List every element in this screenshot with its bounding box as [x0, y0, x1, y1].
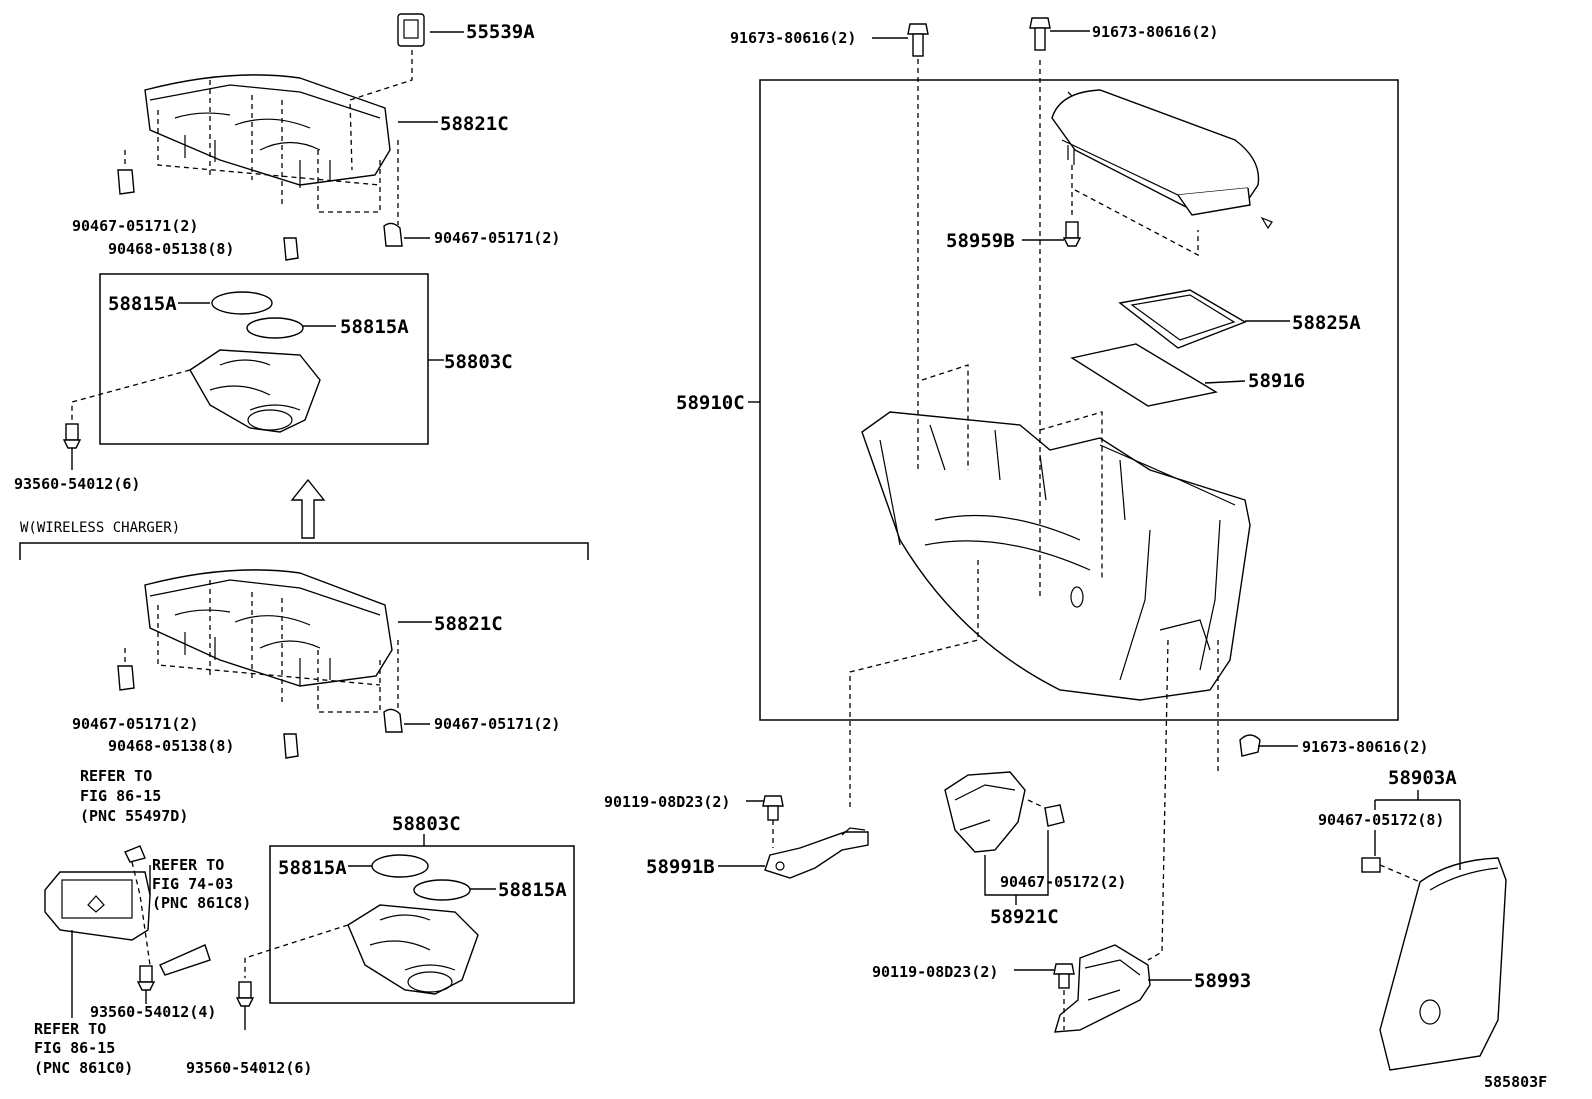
callout-91673-80616-c[interactable]: 91673-80616(2): [1302, 738, 1428, 756]
section-label-wireless: W(WIRELESS CHARGER): [20, 520, 180, 536]
callout-58921C[interactable]: 58921C: [990, 906, 1059, 928]
clip-icon-90467-05172-8: [1361, 857, 1381, 873]
callout-58815A-top-2[interactable]: 58815A: [340, 316, 409, 338]
bottom-panel-dashes: [124, 580, 399, 713]
clip-icon-90467-05172-2: [1044, 804, 1065, 827]
callout-90467-05171-bottom-right[interactable]: 90467-05171(2): [434, 715, 560, 733]
callout-58815A-bottom-2[interactable]: 58815A: [498, 879, 567, 901]
callout-58821C-bottom[interactable]: 58821C: [434, 613, 503, 635]
refer-1-line-3: (PNC 55497D): [80, 807, 188, 825]
side-panel-58903A: [1379, 857, 1507, 1071]
callout-58815A-bottom-1[interactable]: 58815A: [278, 857, 347, 879]
bracket-58993: [1054, 944, 1151, 1033]
callout-58803C-bottom[interactable]: 58803C: [392, 813, 461, 835]
callout-93560-54012-bottom[interactable]: 93560-54012(6): [186, 1059, 312, 1077]
callout-58916[interactable]: 58916: [1248, 370, 1305, 392]
callout-91673-80616-b[interactable]: 91673-80616(2): [1092, 23, 1218, 41]
switch-part-55539A: [397, 13, 425, 47]
refer-3-line-2: FIG 86-15: [34, 1039, 115, 1057]
callout-93560-54012-4[interactable]: 93560-54012(4): [90, 1003, 216, 1021]
diagram-id: 585803F: [1484, 1073, 1547, 1091]
callout-58803C-top[interactable]: 58803C: [444, 351, 513, 373]
console-box-frame: [759, 79, 1399, 721]
bolt-icon-90119-a: [762, 795, 784, 821]
top-panel-dashes: [124, 50, 413, 225]
refer-1-line-2: FIG 86-15: [80, 787, 161, 805]
callout-58903A[interactable]: 58903A: [1388, 767, 1457, 789]
mat-58916: [1070, 343, 1218, 407]
clip-icons-bottom: [117, 665, 403, 759]
callout-58910C[interactable]: 58910C: [676, 392, 745, 414]
refer-2-line-2: FIG 74-03: [152, 875, 233, 893]
bolt-icons-91673-top: [907, 17, 1051, 57]
clip-icons-top: [117, 169, 403, 261]
callout-93560-54012-top[interactable]: 93560-54012(6): [14, 475, 140, 493]
callout-91673-80616-a[interactable]: 91673-80616(2): [730, 29, 856, 47]
callout-58991B[interactable]: 58991B: [646, 856, 715, 878]
console-upper-panel-top: [144, 74, 391, 188]
bolt-icon-90119-b: [1053, 963, 1075, 989]
callout-90468-05138-bottom[interactable]: 90468-05138(8): [108, 737, 234, 755]
bolt-icon-4: [136, 965, 156, 991]
arrow-up-icon: [290, 478, 326, 539]
bolt-icon-6: [235, 981, 255, 1007]
cover-58921C: [944, 771, 1026, 853]
armrest-lid: [1051, 89, 1260, 216]
callout-90467-05172-8[interactable]: 90467-05172(8): [1318, 811, 1444, 829]
bolt-icon-58959B: [1062, 221, 1082, 247]
tray-58825A: [1118, 289, 1247, 349]
callout-90467-05171-top-left[interactable]: 90467-05171(2): [72, 217, 198, 235]
cup-holder-58803C-top: [189, 291, 321, 433]
variant-bracket: [19, 542, 589, 560]
console-upper-panel-bottom: [144, 569, 393, 687]
refer-3-line-3: (PNC 861C0): [34, 1059, 133, 1077]
bolt-icon-91673-c: [1239, 734, 1261, 757]
cup-holder-frame-bottom: [269, 845, 575, 1004]
cup-holder-frame-top: [99, 273, 429, 445]
callout-90468-05138-top[interactable]: 90468-05138(8): [108, 240, 234, 258]
callout-58959B[interactable]: 58959B: [946, 230, 1015, 252]
console-box-body: [861, 411, 1251, 701]
refer-1-line-1: REFER TO: [80, 767, 152, 785]
labels: 55539A 58821C 90467-05171(2) 90467-05171…: [14, 21, 1547, 1091]
callout-58993[interactable]: 58993: [1194, 970, 1251, 992]
callout-90467-05171-bottom-left[interactable]: 90467-05171(2): [72, 715, 198, 733]
refer-2-line-3: (PNC 861C8): [152, 894, 251, 912]
callout-90119-08D23-a[interactable]: 90119-08D23(2): [604, 793, 730, 811]
bolt-icon-top: [62, 423, 82, 449]
callout-58825A[interactable]: 58825A: [1292, 312, 1361, 334]
callout-58815A-top-1[interactable]: 58815A: [108, 293, 177, 315]
callout-55539A[interactable]: 55539A: [466, 21, 535, 43]
console-box-dashes: [849, 50, 1219, 961]
callout-58821C-top[interactable]: 58821C: [440, 113, 509, 135]
refer-3-line-1: REFER TO: [34, 1020, 106, 1038]
bracket-58991B: [764, 827, 869, 879]
callout-90467-05171-top-right[interactable]: 90467-05171(2): [434, 229, 560, 247]
refer-2-line-1: REFER TO: [152, 856, 224, 874]
wireless-charger-module: [44, 845, 211, 976]
cup-holder-58803C-bottom: [347, 854, 479, 995]
callout-90119-08D23-b[interactable]: 90119-08D23(2): [872, 963, 998, 981]
callout-90467-05172-2[interactable]: 90467-05172(2): [1000, 873, 1126, 891]
